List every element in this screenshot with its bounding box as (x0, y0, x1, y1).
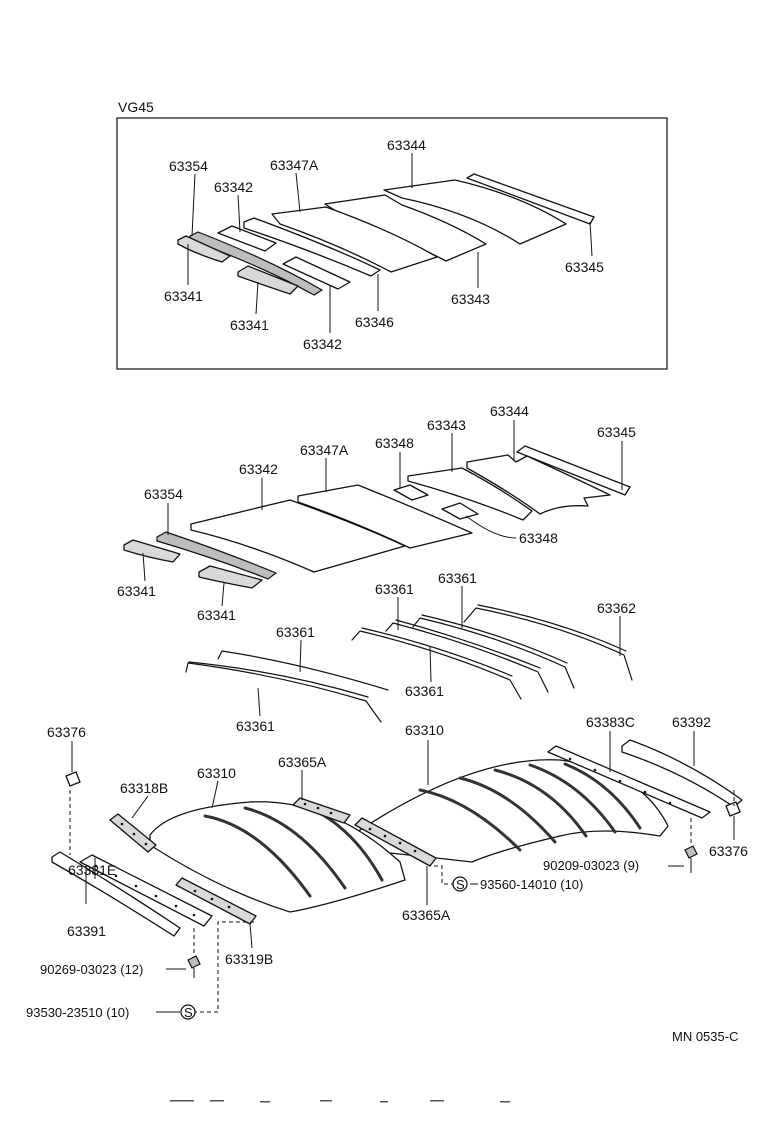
callout-63319B: 63319B (225, 951, 273, 967)
callout-63354: 63354 (144, 486, 183, 502)
callout-63348-lower: 63348 (519, 530, 558, 546)
callout-63310-right: 63310 (405, 722, 444, 738)
callout-63344-inset: 63344 (387, 137, 426, 153)
rail-63391 (51, 851, 181, 937)
svg-text:S: S (456, 877, 465, 892)
bottom-roof-group: S S 63376 63318B 63310 63365 (26, 714, 748, 1020)
rail-63318B (109, 813, 157, 853)
part-63348-upper (393, 484, 429, 501)
bow-63361-a (385, 622, 549, 693)
strip-63365A-lower (354, 817, 437, 867)
callout-63347A: 63347A (300, 442, 349, 458)
bow-63362 (463, 607, 633, 681)
callout-63376-left: 63376 (47, 724, 86, 740)
part-63343 (407, 467, 533, 521)
callout-63362: 63362 (597, 600, 636, 616)
callout-63341-left: 63341 (117, 583, 156, 599)
callout-screw-93530: 93530-23510 (10) (26, 1005, 129, 1020)
callout-63342-inset-upper: 63342 (214, 179, 253, 195)
inset-part-63346 (243, 217, 381, 277)
bow-63361-b (412, 617, 575, 689)
callout-63348-upper: 63348 (375, 435, 414, 451)
callout-63361-mid-c: 63361 (405, 683, 444, 699)
inset-part-63341-left (177, 235, 231, 263)
callout-63341-inset-right: 63341 (230, 317, 269, 333)
callout-63318B: 63318B (120, 780, 168, 796)
callout-63343: 63343 (427, 417, 466, 433)
inset-title: VG45 (118, 99, 154, 115)
callout-63365A-lower: 63365A (402, 907, 451, 923)
callout-63391: 63391 (67, 923, 106, 939)
callout-63343-inset: 63343 (451, 291, 490, 307)
rail-63392 (621, 739, 743, 808)
callout-63376-right: 63376 (709, 843, 748, 859)
callout-63347A-inset: 63347A (270, 157, 319, 173)
part-63342 (190, 499, 406, 573)
callout-bolt-90209: 90209-03023 (9) (543, 858, 639, 873)
middle-headlining-group: 63354 63342 63347A 63348 63343 63344 633… (117, 403, 636, 623)
part-63345 (516, 445, 631, 496)
roof-panel-63310-right (329, 759, 669, 863)
diagram-code: MN 0535-C (672, 1029, 738, 1044)
bow-63361-d (185, 662, 382, 723)
scan-artifacts (170, 1100, 510, 1103)
callout-bolt-90269: 90269-03023 (12) (40, 962, 143, 977)
callout-63342-inset-lower: 63342 (303, 336, 342, 352)
callout-63345-inset: 63345 (565, 259, 604, 275)
roof-bows-group: 63361 63361 63361 63361 63361 63362 (185, 570, 636, 734)
rail-63381E (79, 854, 213, 927)
part-63341-left (123, 539, 181, 563)
inset-vg45: VG45 63354 63342 63347A 63 (116, 99, 668, 370)
callout-63361-left-bottom: 63361 (236, 718, 275, 734)
callout-63344: 63344 (490, 403, 529, 419)
callout-screw-93560: 93560-14010 (10) (480, 877, 583, 892)
inset-part-63341-right (237, 265, 299, 295)
strip-63365A-upper (292, 797, 351, 824)
part-63347A (297, 484, 473, 549)
rail-63319B (175, 877, 257, 925)
bow-63361-c (351, 630, 522, 700)
part-63341-right (198, 565, 263, 589)
screw-93560-14010-symbol: S (452, 876, 468, 892)
svg-text:S: S (184, 1005, 193, 1020)
screw-93530-23510-symbol: S (180, 1004, 196, 1020)
callout-63383C: 63383C (586, 714, 635, 730)
callout-63361-mid-a: 63361 (375, 581, 414, 597)
inset-part-63347A (271, 206, 438, 273)
inset-part-63345 (466, 173, 595, 225)
part-63344 (466, 454, 611, 515)
inset-part-63342-lower (282, 256, 351, 290)
callout-63341-inset-left: 63341 (164, 288, 203, 304)
callout-63361-left-top: 63361 (276, 624, 315, 640)
callout-63361-mid-b: 63361 (438, 570, 477, 586)
rail-63383C (547, 745, 711, 819)
bow-63361-e (217, 650, 389, 691)
callout-63341-right: 63341 (197, 607, 236, 623)
inset-frame (116, 117, 668, 370)
part-63354 (156, 531, 278, 580)
callout-63381E: 63381E (68, 862, 116, 878)
callout-63346-inset: 63346 (355, 314, 394, 330)
clip-63376-left (65, 771, 81, 787)
callout-63345: 63345 (597, 424, 636, 440)
inset-part-63344 (383, 179, 567, 245)
callout-63310-left: 63310 (197, 765, 236, 781)
callout-63365A-upper: 63365A (278, 754, 327, 770)
callout-63392: 63392 (672, 714, 711, 730)
clip-63376-right (725, 801, 741, 817)
bolt-90269-03023 (187, 955, 201, 969)
callout-63354-inset: 63354 (169, 158, 208, 174)
callout-63342: 63342 (239, 461, 278, 477)
part-63348-lower (441, 502, 479, 520)
bolt-90209-03023 (684, 845, 698, 859)
inset-part-63342-upper (217, 225, 277, 252)
